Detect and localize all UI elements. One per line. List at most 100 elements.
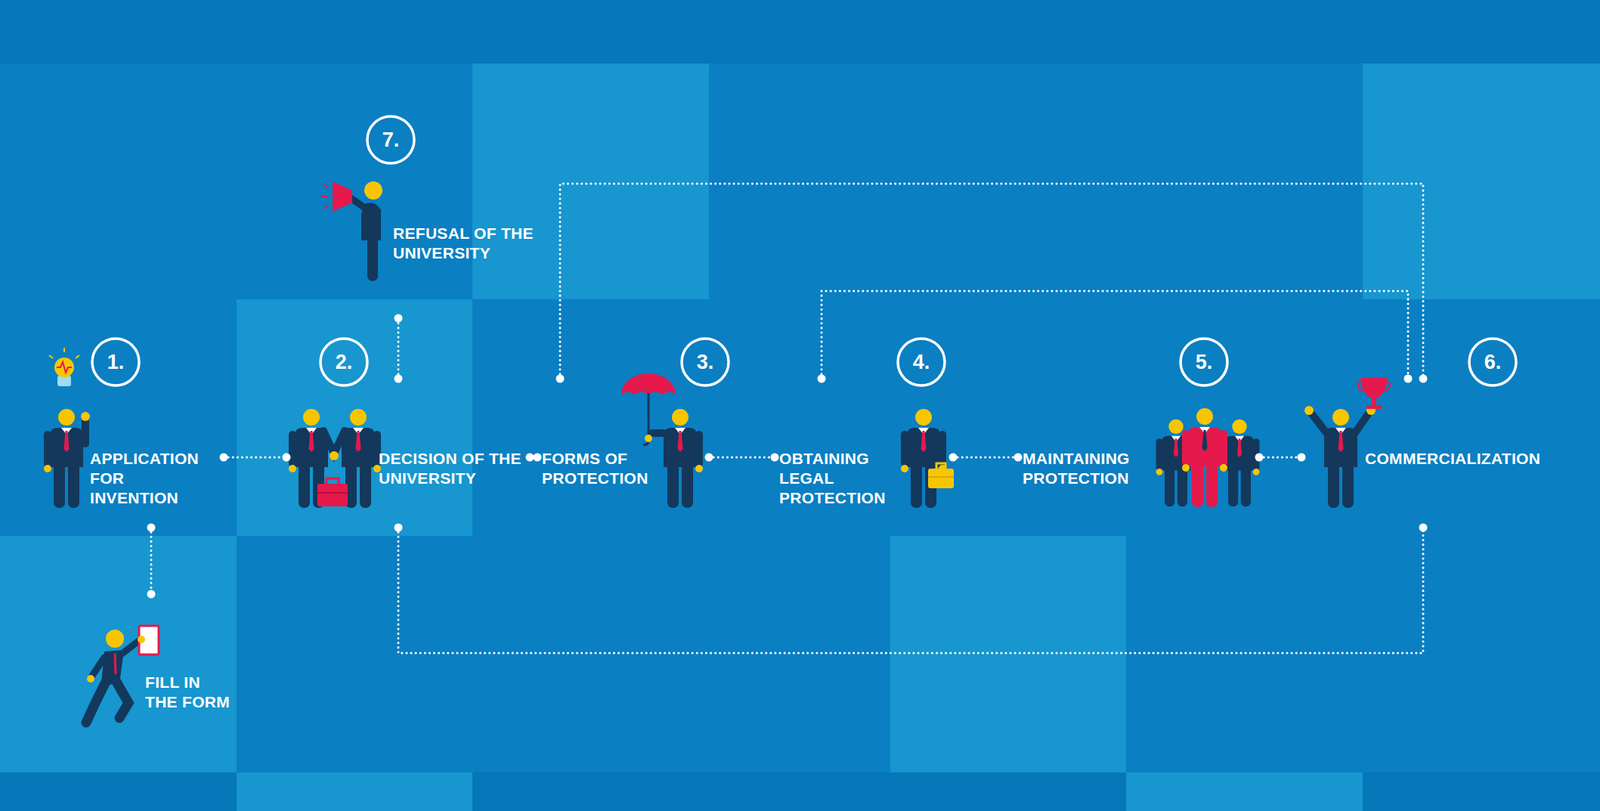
illustration-part [0,535,237,773]
illustration-part [367,116,415,164]
illustration-part [928,468,954,489]
illustration-part [43,430,52,473]
illustration-part [621,373,676,395]
illustration-part [1354,414,1368,434]
illustration-part [86,674,95,683]
step-label: REFUSAL OF THE UNIVERSITY [393,223,545,264]
illustration-part [323,430,345,454]
illustration-part [644,434,653,443]
step-label: OBTAINING LEGAL PROTECTION [779,448,893,508]
illustration-part [320,338,368,386]
illustration-part [57,375,72,387]
step-label: DECISION OF THE UNIVERSITY [378,448,523,489]
connector-dot [526,453,535,462]
connector-dot [556,374,565,384]
step-node: OBTAINING LEGAL PROTECTION [779,405,949,508]
refusal-figure [321,181,383,282]
illustration-part [86,681,106,723]
connector-line [150,527,153,595]
step-label: MAINTAINING PROTECTION [1022,448,1153,489]
step-label: FILL IN THE FORM [145,672,232,712]
connector-dot [1419,374,1428,384]
illustration-part [695,430,703,473]
dotted-connector [394,523,1428,654]
connector-line [398,527,1424,653]
illustration-part [92,657,105,676]
illustration-part [1360,377,1388,400]
step-node: REFUSAL OF THE UNIVERSITY [326,181,546,283]
illustration-part [367,235,378,282]
dotted-connector [1255,453,1306,462]
illustration-part [49,355,53,359]
step-node: MAINTAINING PROTECTION [1022,405,1255,508]
illustration-part [1366,405,1382,409]
illustration-part [317,483,348,507]
connector-dot [770,453,780,462]
illustration-part [1182,430,1190,472]
illustration-part [236,772,473,811]
connector-dot [147,590,156,599]
connector-dot [949,453,958,462]
connector-line [529,456,538,459]
illustration-part [936,463,946,469]
connector-line [1259,456,1302,459]
connector-dot [705,453,714,462]
illustration-part [1126,772,1363,811]
callout-number: 2. [319,337,369,387]
illustration-part [63,347,65,353]
handshake-figure [288,408,381,508]
illustration-part [1180,338,1228,386]
illustration-part [897,338,945,386]
illustration-part [1182,408,1228,508]
illustration-part [1304,405,1314,415]
connector-line [223,456,287,459]
callout-number: 4. [897,337,946,387]
connector-dot [394,374,403,384]
step-label: COMMERCIALIZATION [1364,448,1563,469]
dotted-connector [949,453,1023,462]
illustration-part [116,681,129,718]
illustration-part [1371,398,1377,406]
illustration-part [81,417,90,448]
winner-figure [1304,377,1390,508]
illustration-part [323,205,329,209]
illustration-part [92,338,140,386]
team-figure [1156,408,1260,508]
illustration-part [80,411,90,421]
connector-line [953,456,1019,459]
illustration-part [906,408,941,508]
callout-number: 5. [1179,337,1229,387]
dotted-connector [556,183,1428,384]
illustration-part [1362,63,1600,300]
connector-line [397,318,400,379]
illustration-part [321,195,329,198]
illustration-part [1156,438,1164,476]
callout-number: 1. [91,337,140,387]
step-label: FORMS OF PROTECTION [541,448,649,489]
illustration-part [663,408,697,508]
illustration-part [326,478,339,484]
illustration-part [329,451,339,461]
connector-dot [1255,453,1264,462]
illustration-part [648,429,667,437]
illustration-part [105,629,124,648]
illustration-part [364,181,383,200]
connector-dot [394,523,403,533]
connector-dot [533,453,542,462]
inventor-figure [43,347,90,508]
illustration-part [75,355,80,359]
connector-dot [1014,453,1023,462]
illustration-part [236,299,473,536]
dark-band [0,0,1600,64]
illustration-part [323,184,329,188]
connector-dot [282,453,291,462]
connector-dot [1297,453,1306,462]
illustration-part [1219,430,1228,472]
illustration-part [890,535,1127,773]
connector-dot [1404,374,1413,384]
light-squares [0,63,1600,811]
illustration-part [332,181,353,212]
connector-line [560,183,1424,379]
illustration-part [1469,338,1517,386]
